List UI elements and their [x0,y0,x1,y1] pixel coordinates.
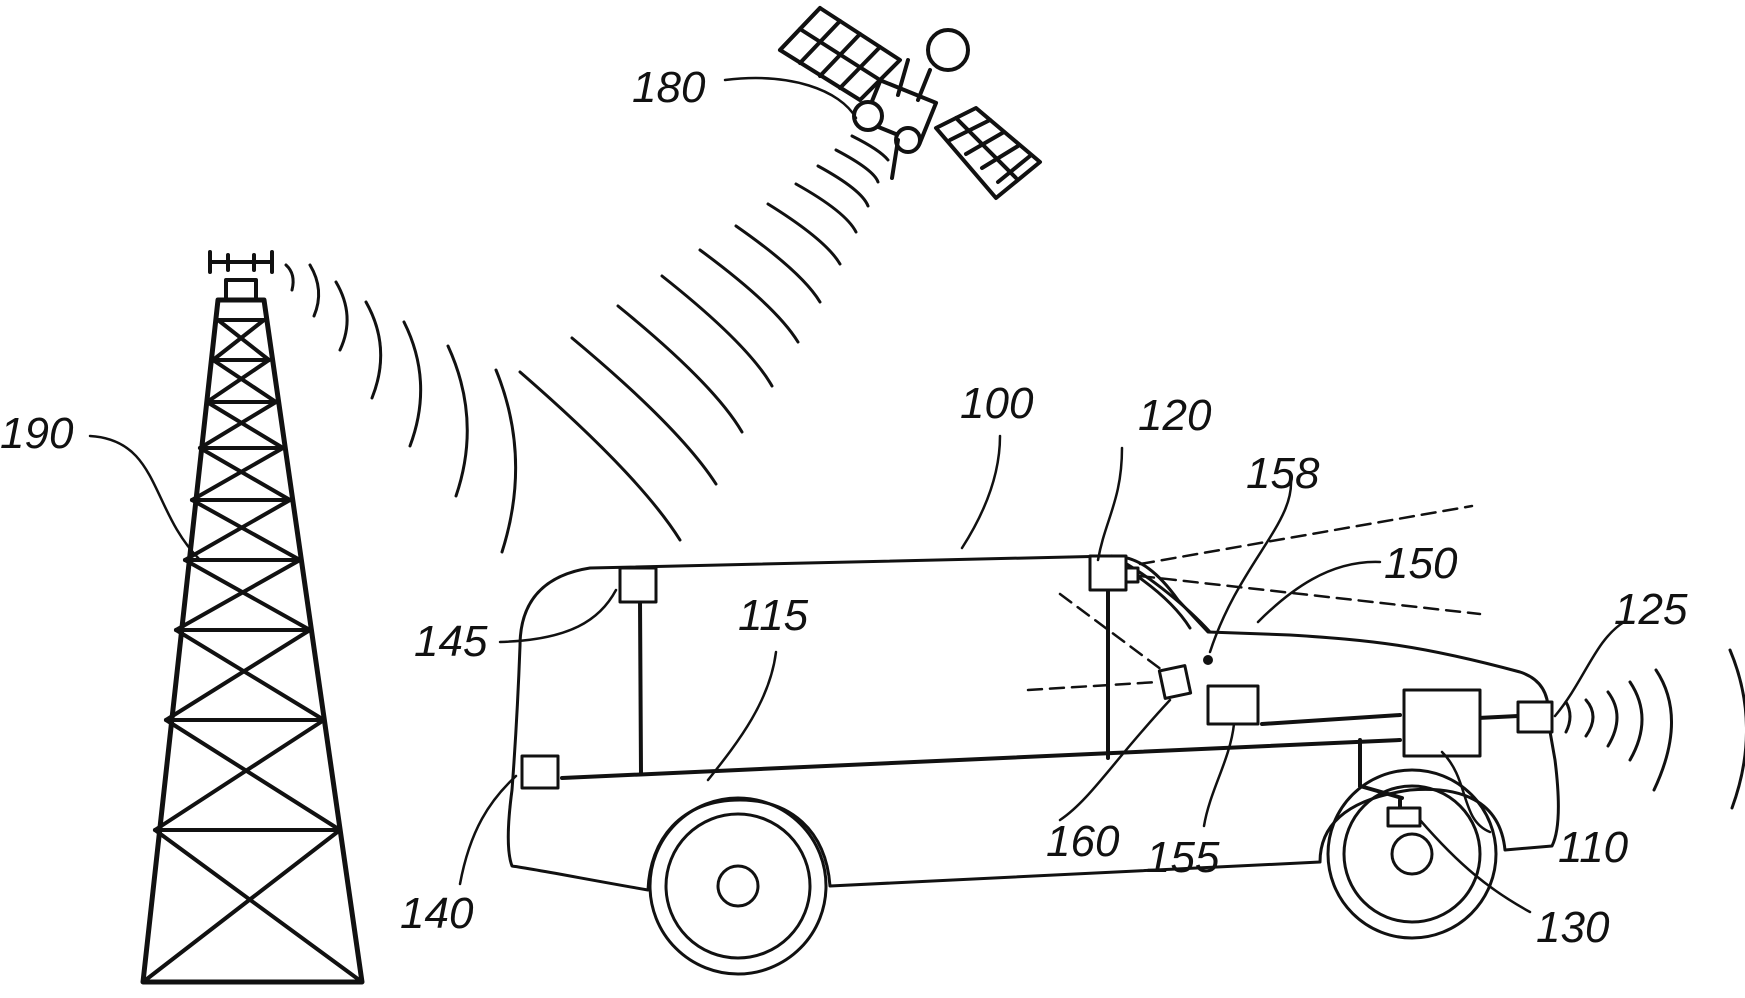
reference-labels: 180 190 100 120 158 150 125 145 115 140 … [0,63,1688,952]
label-190: 190 [0,409,74,458]
label-110: 110 [1558,823,1629,872]
label-155: 155 [1146,833,1220,882]
label-140: 140 [400,889,474,938]
label-180: 180 [632,63,706,112]
label-160: 160 [1046,817,1120,866]
label-125: 125 [1614,585,1688,634]
label-145: 145 [414,617,488,666]
label-120: 120 [1138,391,1212,440]
satellite [520,8,1040,540]
label-158: 158 [1246,449,1320,498]
label-115: 115 [738,591,809,640]
label-100: 100 [960,379,1034,428]
label-150: 150 [1384,539,1458,588]
label-130: 130 [1536,903,1610,952]
